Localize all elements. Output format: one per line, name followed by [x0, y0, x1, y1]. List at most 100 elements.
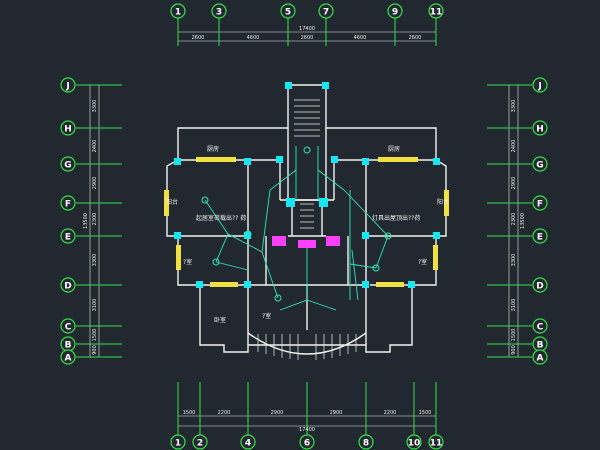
wiring-left-unit	[204, 189, 279, 299]
bottom-total-dimension: 17400	[299, 427, 315, 433]
svg-text:11: 11	[430, 439, 443, 449]
top-dimension-chain: 17400 2600 4600 2600 4600 2600	[177, 18, 437, 46]
right-dim-7: 1500	[511, 329, 517, 342]
room-label-bay-left: 阳台	[166, 198, 178, 206]
left-dim-1: 3300	[92, 100, 98, 113]
left-dim-4: 2300	[92, 213, 98, 226]
right-dim-1: 3300	[511, 100, 517, 113]
left-total-dimension: 13500	[83, 213, 89, 229]
structural-columns	[174, 82, 440, 288]
distribution-panel-right	[326, 236, 340, 246]
left-dim-3: 2900	[92, 177, 98, 190]
room-label-kitchen-right: 厨房	[388, 145, 400, 153]
svg-text:D: D	[64, 282, 71, 292]
light-fixture-kitchen-left	[244, 230, 252, 238]
room-label-kitchen-left: 厨房	[207, 145, 219, 153]
room-label-bay-right: 阳台	[437, 198, 449, 206]
windows	[164, 157, 449, 287]
left-dim-7: 1500	[92, 329, 98, 342]
svg-text:H: H	[64, 125, 72, 135]
svg-text:B: B	[65, 341, 72, 351]
top-dim-5: 2600	[409, 35, 422, 41]
room-label-living-left: 起居室荷载出?? 荷	[196, 214, 246, 222]
top-dim-3: 2600	[301, 35, 314, 41]
svg-text:C: C	[65, 323, 72, 333]
svg-text:G: G	[64, 161, 71, 171]
svg-text:B: B	[537, 341, 544, 351]
right-dim-5: 3300	[511, 254, 517, 267]
svg-text:F: F	[65, 200, 71, 210]
svg-text:7: 7	[323, 8, 329, 18]
axis-bubble-right-J: J	[532, 77, 548, 93]
svg-text:D: D	[536, 282, 543, 292]
right-dim-4: 2300	[511, 213, 517, 226]
axis-bubble-bottom-1: 1	[170, 434, 186, 450]
right-axis-bubbles: J H G F E D C B A	[532, 77, 548, 365]
right-dim-3: 2900	[511, 177, 517, 190]
axis-bubble-left-J: J	[60, 77, 76, 93]
bottom-dim-5: 2200	[384, 410, 397, 416]
axis-bubble-right-D: D	[532, 277, 548, 293]
svg-text:5: 5	[285, 8, 291, 18]
svg-text:3: 3	[216, 8, 222, 18]
light-fixture-bedroom-left	[212, 258, 220, 266]
svg-text:E: E	[65, 233, 71, 243]
svg-text:1: 1	[175, 439, 181, 449]
room-label-living-right: 灯具出屋顶出??荷	[372, 214, 420, 222]
left-dim-8: 900	[92, 345, 98, 355]
bottom-dim-1: 1500	[183, 410, 196, 416]
light-fixture-core	[303, 146, 311, 154]
axis-bubble-right-H: H	[532, 120, 548, 136]
axis-bubble-top-11: 11	[428, 3, 444, 19]
bottom-dim-4: 2900	[330, 410, 343, 416]
top-dim-4: 4600	[354, 35, 367, 41]
axis-bubble-right-A: A	[532, 349, 548, 365]
svg-text:9: 9	[392, 8, 398, 18]
light-fixture-study-left	[274, 294, 282, 302]
axis-bubble-top-1: 1	[170, 3, 186, 19]
axis-bubble-bottom-8: 8	[358, 434, 374, 450]
balcony-curve	[247, 332, 367, 355]
bottom-axis-bubbles: 1 2 4 6 8 10 11	[170, 434, 444, 450]
room-label-bedroom-left: ?室	[183, 258, 192, 266]
axis-bubble-bottom-4: 4	[240, 434, 256, 450]
left-axis-bubbles: J H G F E D C B A	[60, 77, 76, 365]
left-dim-5: 3300	[92, 254, 98, 267]
axis-bubble-left-G: G	[60, 156, 76, 172]
axis-bubble-top-9: 9	[387, 3, 403, 19]
svg-text:G: G	[536, 161, 543, 171]
svg-text:H: H	[536, 125, 544, 135]
panel-fixtures	[272, 236, 340, 248]
axis-bubble-right-C: C	[532, 318, 548, 334]
axis-bubble-left-F: F	[60, 195, 76, 211]
svg-text:A: A	[537, 354, 544, 364]
right-total-dimension: 13500	[520, 213, 526, 229]
meter-box	[298, 240, 316, 248]
svg-text:10: 10	[408, 439, 421, 449]
light-fixture-living-left	[201, 196, 209, 204]
axis-bubble-left-E: E	[60, 228, 76, 244]
axis-bubble-right-B: B	[532, 336, 548, 352]
left-dim-2: 2400	[92, 140, 98, 153]
svg-text:6: 6	[304, 439, 310, 449]
axis-bubble-left-A: A	[60, 349, 76, 365]
left-dimension-chain: 3300 2400 2900 2300 3300 3100 1500 900 1…	[76, 84, 122, 358]
room-label-bedroom-right: ?室	[418, 258, 427, 266]
top-total-dimension: 17400	[299, 26, 315, 32]
right-dim-2: 2400	[511, 140, 517, 153]
svg-text:J: J	[537, 82, 541, 92]
axis-bubble-top-3: 3	[211, 3, 227, 19]
room-label-study-left: 卧室	[214, 316, 226, 324]
axis-bubble-right-E: E	[532, 228, 548, 244]
axis-bubble-right-F: F	[532, 195, 548, 211]
bottom-dim-6: 1500	[419, 410, 432, 416]
svg-text:C: C	[537, 323, 544, 333]
electrical-wiring	[201, 146, 392, 311]
axis-bubble-left-C: C	[60, 318, 76, 334]
axis-bubble-bottom-11: 11	[428, 434, 444, 450]
left-dim-6: 3100	[92, 299, 98, 312]
axis-bubble-bottom-2: 2	[192, 434, 208, 450]
svg-text:8: 8	[363, 439, 369, 449]
svg-text:J: J	[65, 82, 69, 92]
room-labels: 起居室荷载出?? 荷 灯具出屋顶出??荷 厨房 厨房 ?室 ?室 卧室 ?室 阳…	[166, 145, 449, 324]
